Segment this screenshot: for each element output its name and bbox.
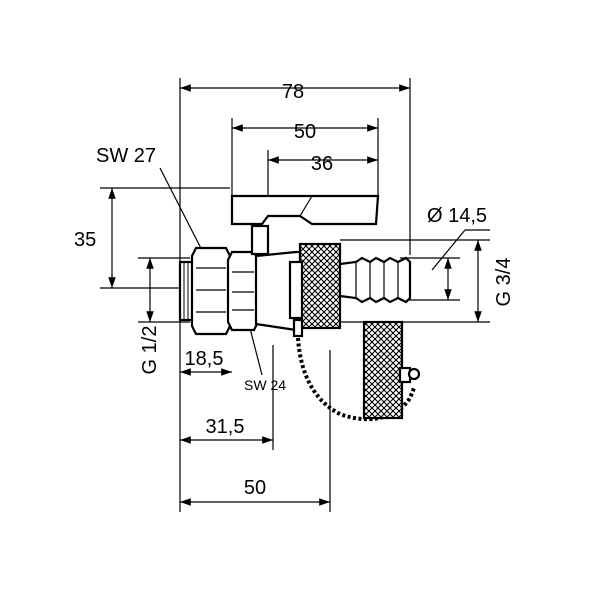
dim-wrench-body: SW 24 bbox=[244, 377, 286, 393]
dim-inlet-length: 18,5 bbox=[185, 348, 224, 370]
dim-outlet-thread: G 3/4 bbox=[493, 258, 515, 307]
dim-lever-length: 36 bbox=[311, 153, 333, 175]
dim-height: 35 bbox=[74, 229, 96, 251]
chain-and-cap bbox=[296, 320, 421, 422]
dim-outlet-diameter: Ø 14,5 bbox=[427, 205, 487, 227]
dim-inlet-thread: G 1/2 bbox=[139, 326, 161, 375]
valve-body bbox=[178, 194, 412, 338]
dim-bottom-length: 50 bbox=[244, 477, 266, 499]
dim-handle-span: 50 bbox=[294, 121, 316, 143]
dim-overall-length: 78 bbox=[282, 81, 304, 103]
dimension-labels: 78 50 36 Ø 14,5 35 SW 27 SW 24 G 1/2 G 3… bbox=[74, 81, 515, 499]
dim-body-length: 31,5 bbox=[206, 416, 245, 438]
dim-wrench-nut: SW 27 bbox=[96, 145, 156, 167]
